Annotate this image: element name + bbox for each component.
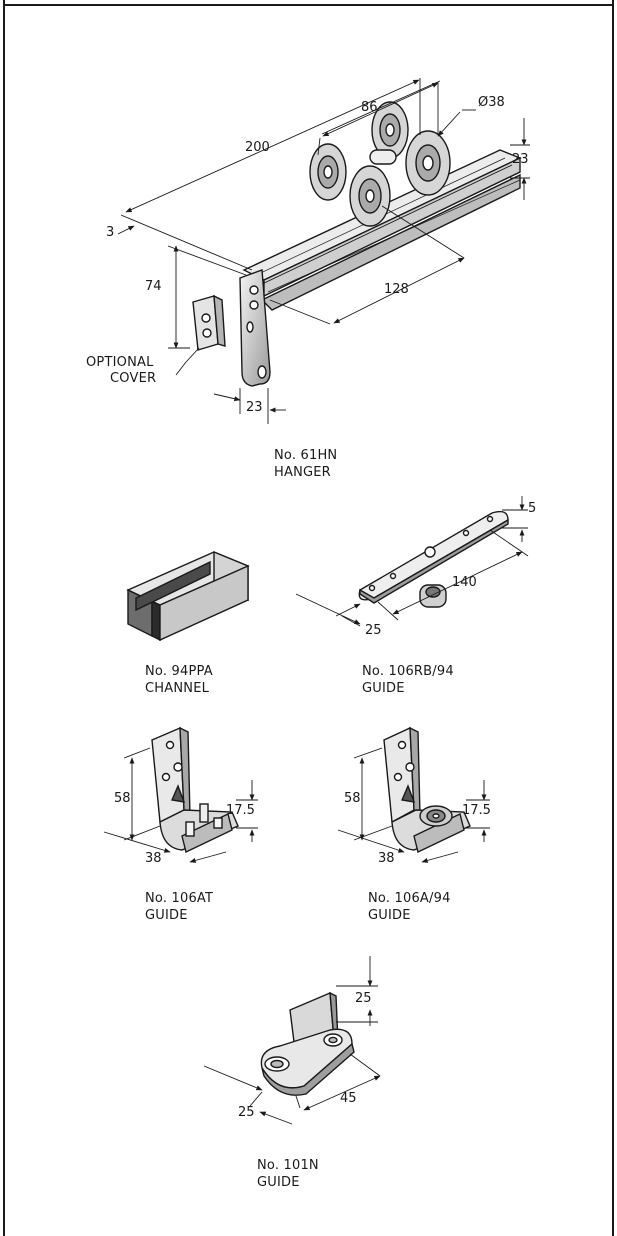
guide-106at-dimensions (103, 747, 258, 863)
part-number-94ppa: No. 94PPA (145, 664, 213, 679)
dim-106a94-width: 38 (378, 851, 395, 866)
dim-hanger-length: 200 (245, 140, 270, 155)
optional-cover-label-line1: OPTIONAL (86, 355, 154, 370)
dim-hanger-plate-width: 23 (246, 400, 263, 415)
dim-106a94-gap: 17.5 (462, 803, 491, 818)
guide-106rb-dimensions (295, 496, 529, 627)
dim-hanger-wheel-span: 86 (361, 100, 378, 115)
dim-101n-width: 25 (238, 1105, 255, 1120)
optional-cover (192, 294, 226, 351)
dim-hanger-plate-height: 74 (145, 279, 162, 294)
dim-hanger-bracket-length: 128 (384, 282, 409, 297)
part-name-106at: GUIDE (145, 908, 188, 923)
hanger-dimensions (117, 78, 530, 424)
dim-101n-length: 45 (340, 1091, 357, 1106)
guide-106rb-part (358, 510, 509, 608)
dim-hanger-wheel-dia: Ø38 (478, 95, 505, 110)
dim-hanger-height: 23 (512, 152, 529, 167)
hanger-end-plate (239, 269, 271, 387)
part-name-94ppa: CHANNEL (145, 681, 210, 696)
part-number-106at: No. 106AT (145, 891, 214, 906)
dim-101n-height: 25 (355, 991, 372, 1006)
guide-101n-dimensions (203, 956, 381, 1125)
part-number-106rb: No. 106RB/94 (362, 664, 454, 679)
dim-106rb-thickness: 5 (528, 501, 537, 516)
dim-106rb-width: 25 (365, 623, 382, 638)
part-number-106a94: No. 106A/94 (368, 891, 451, 906)
part-name-61hn: HANGER (274, 465, 331, 480)
part-number-101n: No. 101N (257, 1158, 319, 1173)
dim-hanger-offset: 3 (106, 225, 115, 240)
part-name-106rb: GUIDE (362, 681, 405, 696)
dim-106a94-height: 58 (344, 791, 361, 806)
part-number-61hn: No. 61HN (274, 448, 338, 463)
dim-106at-height: 58 (114, 791, 131, 806)
channel-part (126, 550, 250, 642)
guide-106a94-dimensions (337, 747, 490, 863)
dim-106at-gap: 17.5 (226, 803, 255, 818)
dim-106rb-length: 140 (452, 575, 477, 590)
part-name-106a94: GUIDE (368, 908, 411, 923)
hanger-assembly (192, 101, 522, 387)
optional-cover-label-line2: COVER (110, 371, 157, 386)
guide-106a94-part (383, 726, 471, 854)
guide-106at-part (151, 726, 239, 854)
page-frame (3, 0, 614, 1236)
dim-106at-width: 38 (145, 851, 162, 866)
guide-101n-part (260, 991, 355, 1096)
part-name-101n: GUIDE (257, 1175, 300, 1190)
